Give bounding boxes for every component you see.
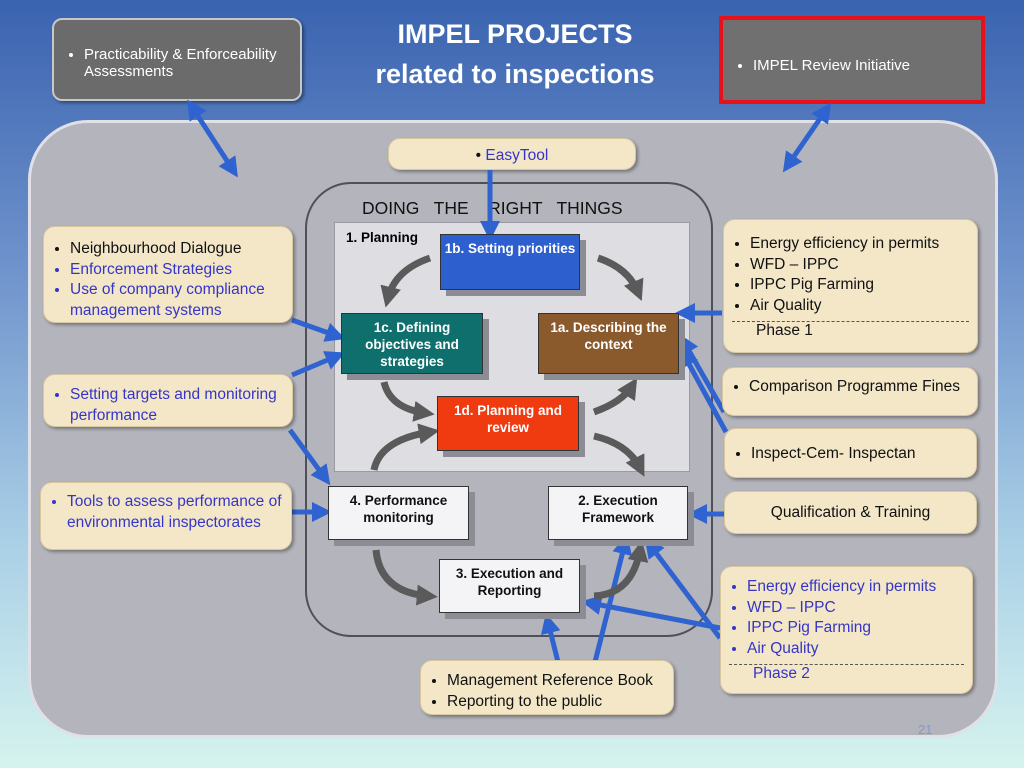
management-reference-book: Management Reference Book xyxy=(447,671,673,692)
easytool-text: EasyTool xyxy=(485,147,549,164)
cycle-arrows xyxy=(370,254,649,606)
phase2-item-4: Air Quality xyxy=(747,639,972,660)
phase2-item-2: WFD – IPPC xyxy=(747,598,972,619)
node-3-execution-reporting: 3. Execution and Reporting xyxy=(439,559,580,613)
page-title: IMPEL PROJECTS related to inspections xyxy=(330,14,700,94)
right-box-comparison: Comparison Programme Fines xyxy=(722,367,978,416)
easytool-box: • EasyTool xyxy=(388,138,636,170)
comparison-fines: Comparison Programme Fines xyxy=(749,377,977,398)
phase1-item-2: WFD – IPPC xyxy=(750,255,977,276)
title-line-1: IMPEL PROJECTS xyxy=(397,19,633,49)
qualification-training: Qualification & Training xyxy=(770,504,931,521)
phase1-item-3: IPPC Pig Farming xyxy=(750,275,977,296)
node-4-performance-monitoring: 4. Performance monitoring xyxy=(328,486,469,540)
review-initiative-box: IMPEL Review Initiative xyxy=(719,16,985,104)
left-box-tools: Tools to assess performance of environme… xyxy=(40,482,292,550)
phase1-item-1: Energy efficiency in permits xyxy=(750,234,977,255)
page-number: 21 xyxy=(918,722,933,737)
phase2-item-3: IPPC Pig Farming xyxy=(747,618,972,639)
phase1-item-4: Air Quality xyxy=(750,296,977,317)
bottom-box-reference: Management Reference Book Reporting to t… xyxy=(420,660,674,715)
blue-arrows xyxy=(187,99,832,663)
phase1-label: Phase 1 xyxy=(756,322,813,339)
node-1d-planning-review: 1d. Planning and review xyxy=(437,396,579,451)
node-1b-setting-priorities: 1b. Setting priorities xyxy=(440,234,580,290)
tools-assess: Tools to assess performance of environme… xyxy=(67,492,291,533)
review-initiative-text: IMPEL Review Initiative xyxy=(753,57,971,74)
phase2-label: Phase 2 xyxy=(753,665,810,682)
practicability-text: Practicability & Enforceability Assessme… xyxy=(84,46,292,80)
node-2-execution-framework: 2. Execution Framework xyxy=(548,486,688,540)
reporting-public: Reporting to the public xyxy=(447,692,673,713)
node-1c-defining-objectives: 1c. Defining objectives and strategies xyxy=(341,313,483,374)
title-line-2: related to inspections xyxy=(375,59,655,89)
right-box-phase2: Energy efficiency in permits WFD – IPPC … xyxy=(720,566,973,694)
phase2-divider xyxy=(729,664,964,665)
left-box-targets: Setting targets and monitoring performan… xyxy=(43,374,293,427)
setting-targets: Setting targets and monitoring performan… xyxy=(70,385,292,426)
planning-label: 1. Planning xyxy=(346,230,419,245)
right-box-inspect: Inspect-Cem- Inspectan xyxy=(724,428,977,478)
phase1-divider xyxy=(732,321,969,322)
easytool-bullet: • xyxy=(475,147,486,164)
company-compliance: Use of company compliance management sys… xyxy=(70,280,292,321)
left-box-dialogue: Neighbourhood Dialogue Enforcement Strat… xyxy=(43,226,293,323)
enforcement-strategies: Enforcement Strategies xyxy=(70,260,292,281)
right-box-phase1: Energy efficiency in permits WFD – IPPC … xyxy=(723,219,978,353)
phase2-item-1: Energy efficiency in permits xyxy=(747,577,972,598)
node-1a-describing-context: 1a. Describing the context xyxy=(538,313,679,374)
right-box-qualification: Qualification & Training xyxy=(724,491,977,534)
inspect-cem: Inspect-Cem- Inspectan xyxy=(751,444,976,465)
doing-right-things-heading: DOING THE RIGHT THINGS xyxy=(362,198,623,218)
neighbourhood-dialogue: Neighbourhood Dialogue xyxy=(70,239,292,260)
practicability-box: Practicability & Enforceability Assessme… xyxy=(52,18,302,101)
